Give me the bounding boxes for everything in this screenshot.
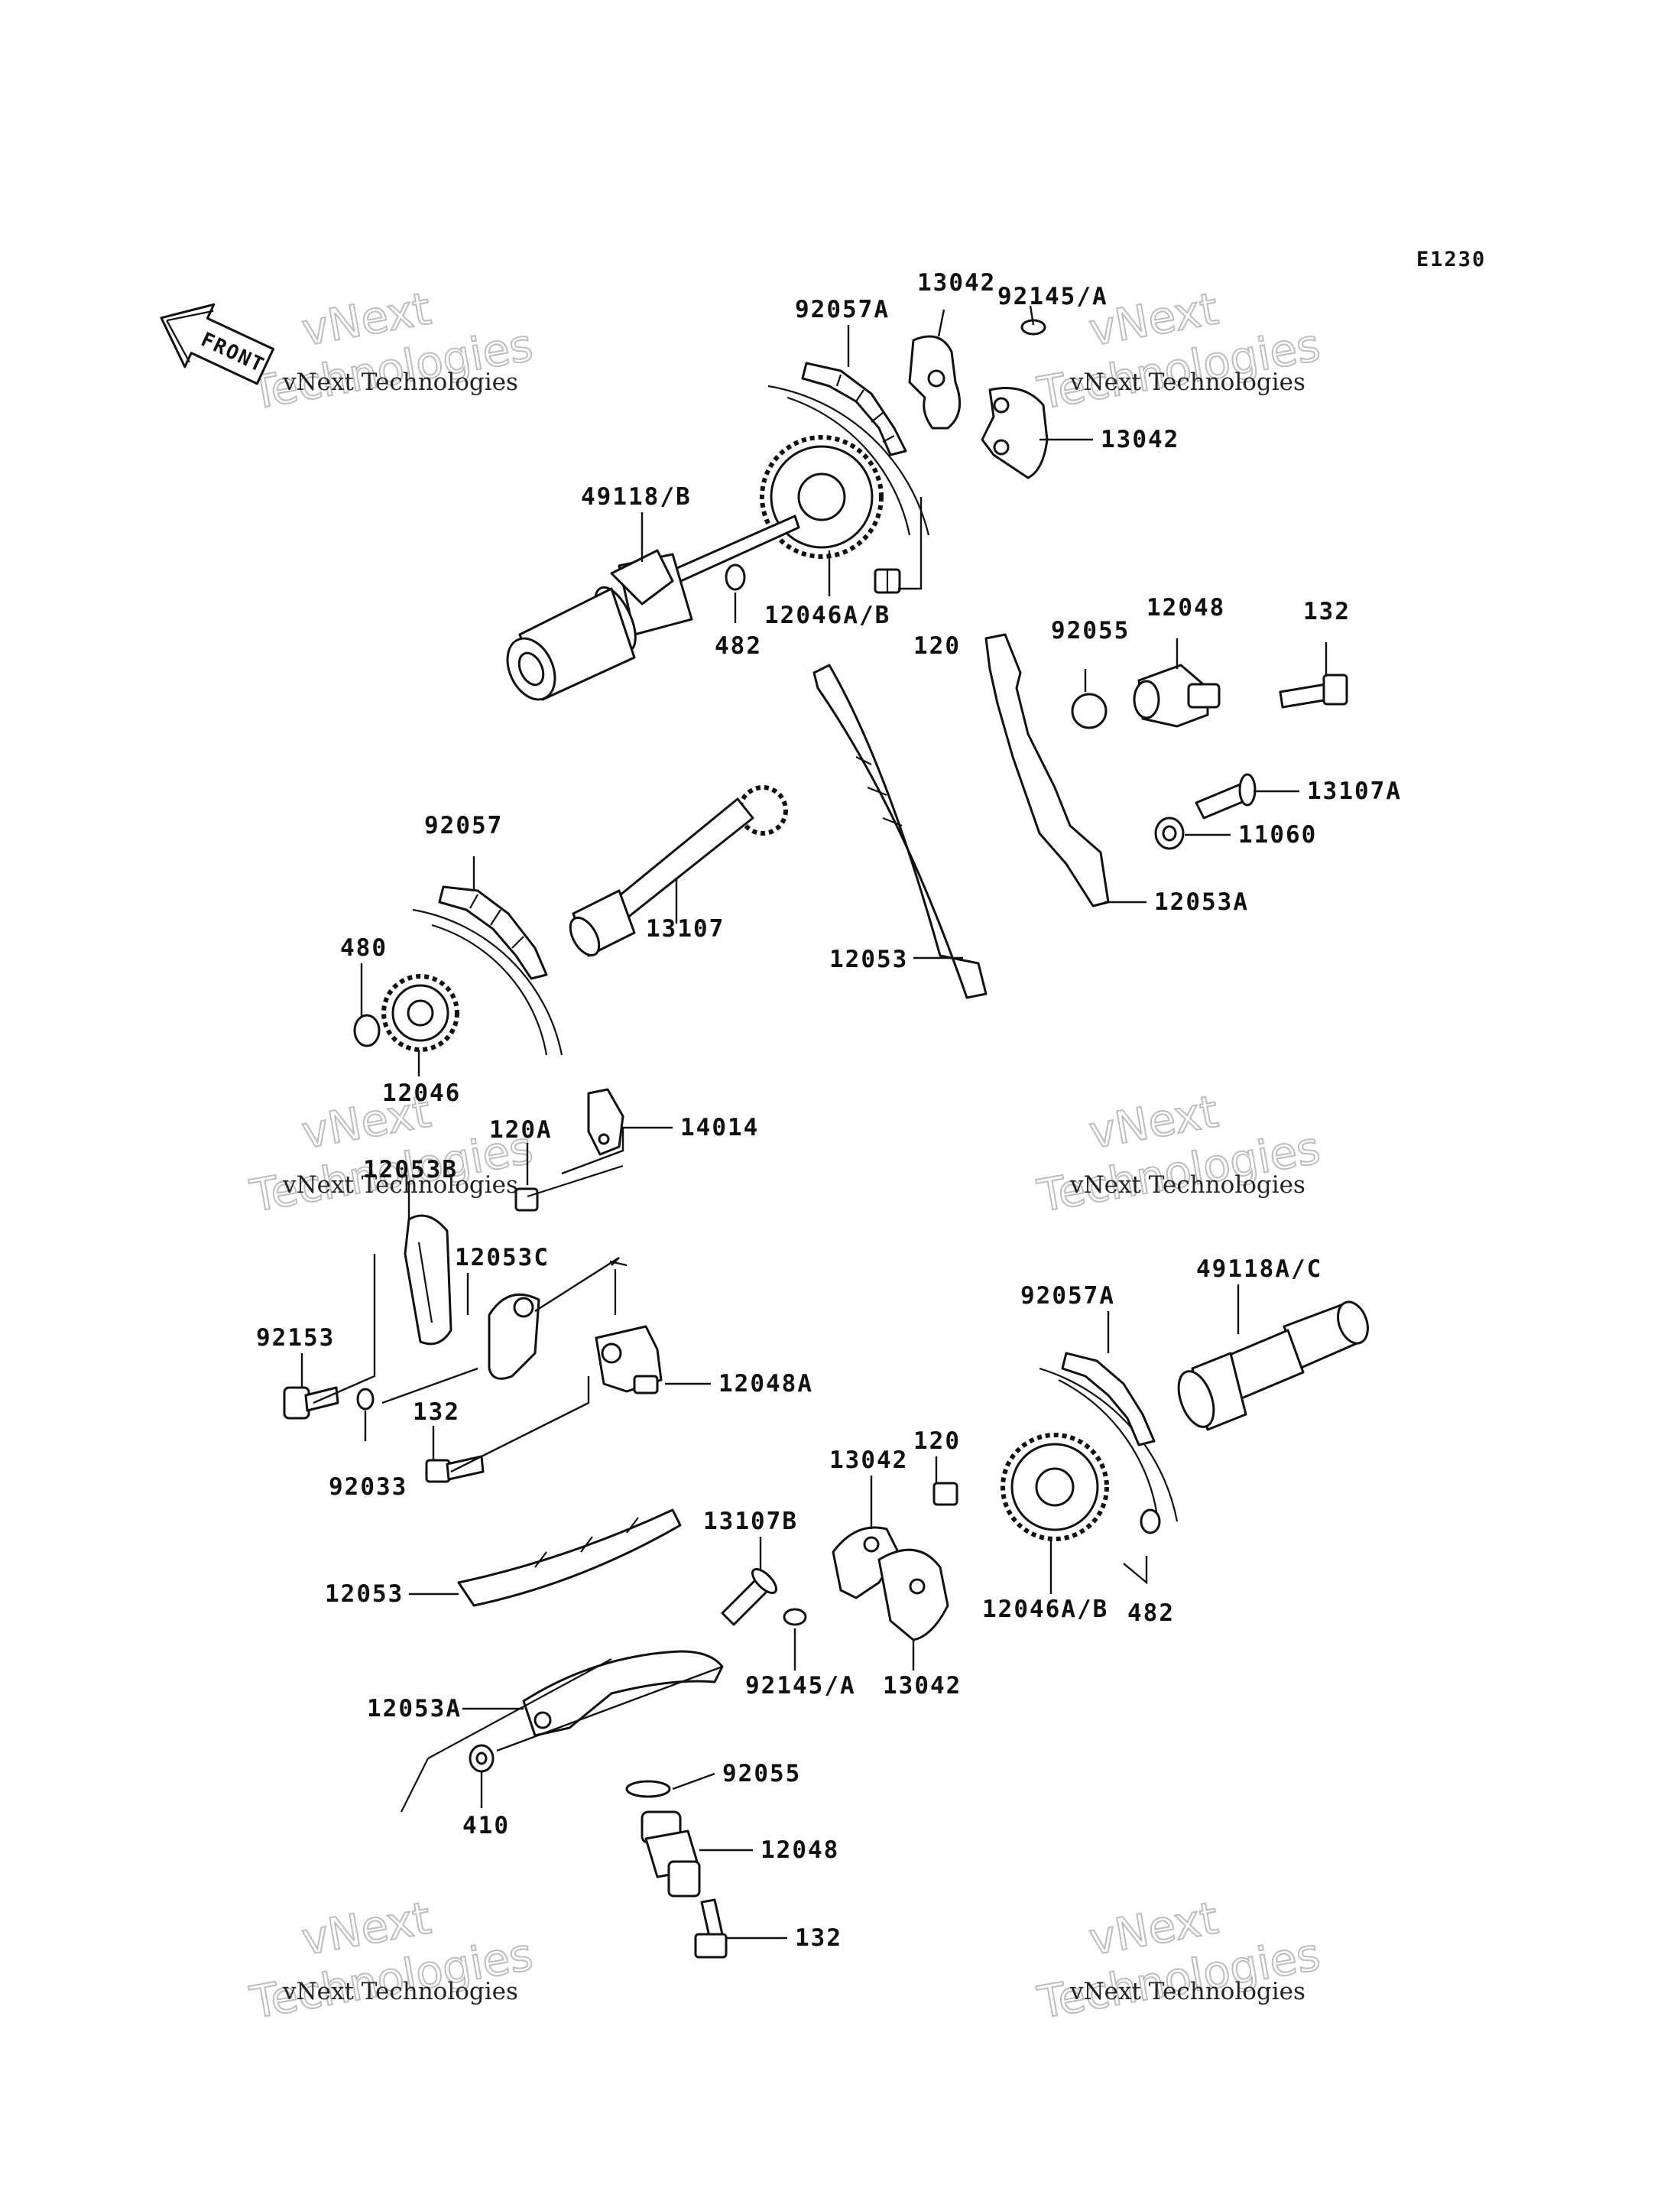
callout-11060: 11060 [1238, 821, 1317, 849]
callout-49118B: 49118/B [581, 483, 692, 511]
tensioner-12048A [595, 1325, 663, 1394]
washer-11060 [1154, 817, 1185, 850]
chain-guide-12053A-bottom [522, 1650, 724, 1737]
watermark-middle-right: vNext Technologies vNext Technologies [1033, 1084, 1325, 1222]
callout-12046AB-bottom: 12046A/B [982, 1596, 1108, 1623]
leader-lines [300, 305, 1328, 1940]
watermark-top-left: vNext Technologies vNext Technologies [245, 281, 537, 420]
spring-92145A-bottom [783, 1608, 807, 1626]
shaft-13107 [569, 785, 788, 957]
bolt-132-mid [425, 1455, 485, 1483]
bolt-120-bottom [932, 1482, 958, 1506]
callout-92033: 92033 [329, 1473, 407, 1501]
guide-12053B [404, 1214, 452, 1346]
tensioner-12048-top [1133, 664, 1221, 728]
camshaft-top [506, 515, 800, 701]
callout-12046: 12046 [382, 1080, 461, 1107]
callout-92153: 92153 [256, 1324, 335, 1352]
washer-410 [469, 1744, 495, 1773]
svg-text:vNext Technologies: vNext Technologies [282, 368, 518, 396]
callout-132-mid: 132 [413, 1398, 460, 1426]
cam-sprocket-top [760, 435, 884, 559]
callout-12048-bottom: 12048 [761, 1836, 839, 1864]
watermark-bottom-right: vNext Technologies vNext Technologies [1033, 1891, 1325, 2029]
bolt-120-top [874, 568, 901, 594]
callout-120A: 120A [489, 1116, 553, 1144]
pin-13107A [1195, 773, 1257, 820]
svg-text:vNext Technologies: vNext Technologies [1069, 1978, 1305, 2005]
callout-92055-bottom: 92055 [722, 1760, 801, 1787]
callout-132-top: 132 [1303, 598, 1351, 625]
callout-12053A-top: 12053A [1154, 888, 1249, 916]
callout-14014: 14014 [680, 1114, 759, 1141]
gear-12046 [381, 974, 459, 1052]
callout-13042-top2: 13042 [1101, 426, 1179, 453]
svg-text:vNext Technologies: vNext Technologies [282, 1171, 518, 1199]
callout-13042-bottom: 13042 [829, 1446, 908, 1474]
bolt-132-top [1279, 674, 1348, 709]
callout-12053-top: 12053 [829, 946, 908, 973]
svg-text:vNext Technologies: vNext Technologies [282, 1978, 518, 2005]
cam-weight-13042-bottom2 [877, 1548, 949, 1641]
callout-12048-top: 12048 [1146, 594, 1225, 622]
callout-482-bottom: 482 [1127, 1599, 1175, 1627]
guide-12053C [488, 1293, 540, 1380]
watermark-bottom-left: vNext Technologies vNext Technologies [245, 1891, 537, 2029]
diagram-code: E1230 [1416, 248, 1486, 271]
cam-weight-13042-top [908, 335, 962, 430]
callout-13107B: 13107B [703, 1508, 798, 1535]
callout-12053B: 12053B [363, 1156, 458, 1183]
callout-132-bottom: 132 [795, 1924, 842, 1952]
callout-480: 480 [340, 934, 388, 962]
callout-410: 410 [462, 1812, 510, 1839]
callout-92145A-bottom: 92145/A [745, 1672, 856, 1700]
pin-13107B [721, 1567, 778, 1626]
bolt-92153 [283, 1386, 339, 1420]
oring-92055-top [1071, 693, 1108, 729]
oring-92055-bottom [625, 1780, 671, 1798]
callout-12053C: 12053C [455, 1244, 550, 1271]
callout-120-bottom: 120 [913, 1427, 961, 1455]
callout-92145A-top: 92145/A [997, 283, 1108, 310]
bolt-120A [514, 1187, 539, 1212]
callout-482-top: 482 [715, 632, 762, 660]
callout-13107A: 13107A [1307, 778, 1402, 805]
circlip-480 [353, 1014, 381, 1047]
bolt-132-bottom [694, 1898, 728, 1959]
callout-13042-bottom2: 13042 [883, 1672, 962, 1700]
svg-text:vNext Technologies: vNext Technologies [1069, 1171, 1305, 1199]
callout-12053A-bottom: 12053A [367, 1695, 462, 1722]
camshaft-bottom [1177, 1300, 1369, 1431]
callout-12046AB-top: 12046A/B [764, 602, 890, 629]
plate-14014 [587, 1088, 624, 1156]
callout-12048A: 12048A [718, 1370, 813, 1398]
cam-weight-13042-top2 [981, 387, 1049, 479]
callout-92057A-top: 92057A [795, 296, 890, 323]
chain-guide-12053-top [812, 664, 988, 999]
svg-text:vNext Technologies: vNext Technologies [1069, 368, 1305, 396]
callout-92057: 92057 [424, 812, 503, 839]
callout-92057A-bottom: 92057A [1020, 1282, 1115, 1310]
callout-13042-top: 13042 [917, 269, 996, 297]
callout-92055-top: 92055 [1051, 617, 1130, 644]
chain-arc-92057 [412, 885, 563, 1056]
callout-120-top: 120 [913, 632, 961, 660]
chain-guide-12053A-top [984, 633, 1110, 907]
chain-guide-12053-bottom [457, 1508, 682, 1607]
ring-92033 [356, 1388, 375, 1411]
chain-arc-top [767, 362, 930, 536]
chain-arc-bottom [1039, 1352, 1179, 1522]
cam-sprocket-bottom [1001, 1433, 1109, 1541]
callout-12053-bottom: 12053 [325, 1580, 404, 1608]
circlip-482-top [725, 563, 746, 591]
callout-13107: 13107 [646, 915, 725, 943]
callout-49118AC: 49118A/C [1196, 1255, 1322, 1283]
callout-labels: 92057A 13042 92145/A 13042 49118/B 482 1… [256, 269, 1402, 1952]
tensioner-12048-bottom [641, 1810, 701, 1898]
circlip-482-bottom [1140, 1508, 1161, 1534]
